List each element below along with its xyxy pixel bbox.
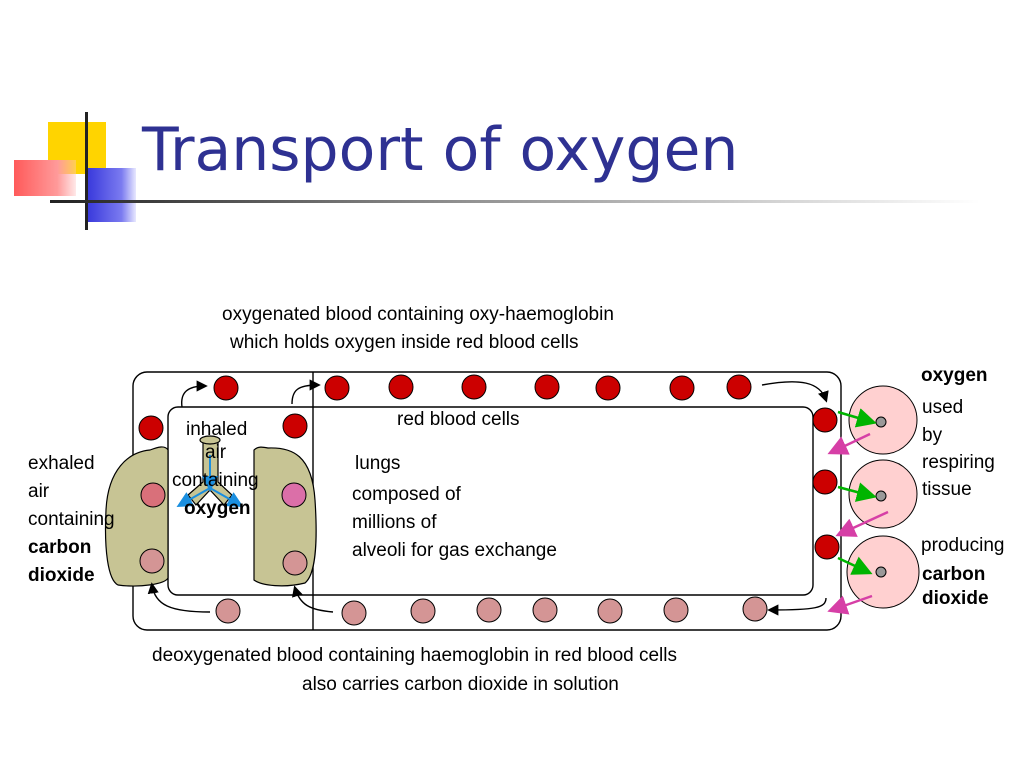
oxygenated-cell bbox=[812, 469, 838, 495]
inhaled-label-line2: air bbox=[205, 442, 227, 463]
tissue-label-line1: oxygen bbox=[921, 365, 988, 386]
deoxygenated-cell bbox=[341, 600, 367, 626]
oxygenated-cell bbox=[812, 407, 838, 433]
lung-cell bbox=[139, 548, 165, 574]
top-caption-line2: which holds oxygen inside red blood cell… bbox=[229, 332, 579, 353]
oxygenated-cell bbox=[213, 375, 239, 401]
lungs-label-line2: composed of bbox=[352, 484, 462, 505]
lungs-label-line3: millions of bbox=[352, 512, 437, 533]
oxygenated-cell bbox=[814, 534, 840, 560]
red-blood-cells-label: red blood cells bbox=[397, 409, 520, 430]
inhaled-label-line3: containing bbox=[172, 470, 259, 491]
bottom-caption-line2: also carries carbon dioxide in solution bbox=[302, 674, 619, 695]
inhaled-label-line4: oxygen bbox=[184, 498, 251, 519]
oxygenated-cell bbox=[669, 375, 695, 401]
bottom-caption-line1: deoxygenated blood containing haemoglobi… bbox=[152, 645, 677, 666]
deoxygenated-cell bbox=[597, 598, 623, 624]
lung-cell bbox=[282, 550, 308, 576]
lung-cell bbox=[140, 482, 166, 508]
lung-cell bbox=[281, 482, 307, 508]
inhale-arrows bbox=[176, 455, 244, 507]
tissue-label-line6: producing bbox=[921, 535, 1004, 556]
oxygenated-cell bbox=[138, 415, 164, 441]
lungs-label-line4: alveoli for gas exchange bbox=[352, 540, 557, 561]
title-underline bbox=[50, 200, 980, 203]
inhaled-label-line1: inhaled bbox=[186, 419, 247, 440]
oxygenated-cell bbox=[726, 374, 752, 400]
deoxygenated-cell bbox=[663, 597, 689, 623]
exhaled-label-line4: carbon bbox=[28, 537, 91, 558]
tissue-label-line5: tissue bbox=[922, 479, 972, 500]
tissue-label-line2: used bbox=[922, 397, 963, 418]
lungs-label-line1: lungs bbox=[355, 453, 400, 474]
exhaled-label-line2: air bbox=[28, 481, 50, 502]
co2-uptake-arrows bbox=[827, 432, 889, 615]
deoxygenated-cell bbox=[215, 598, 241, 624]
tissue-label-line3: by bbox=[922, 425, 943, 446]
oxygenated-cell bbox=[388, 374, 414, 400]
oxygenated-cell bbox=[282, 413, 308, 439]
oxygenated-cell bbox=[324, 375, 350, 401]
exhaled-label-line1: exhaled bbox=[28, 453, 95, 474]
respiring-tissue bbox=[846, 385, 920, 609]
tissue-label-line8: dioxide bbox=[922, 588, 989, 609]
lung-capillary-cells bbox=[139, 482, 308, 576]
tissue-label-line4: respiring bbox=[922, 452, 995, 473]
deoxygenated-cell bbox=[476, 597, 502, 623]
deoxygenated-cell bbox=[410, 598, 436, 624]
deoxygenated-red-blood-cells bbox=[215, 596, 768, 626]
oxygen-release-arrows bbox=[837, 408, 877, 575]
right-lung bbox=[253, 446, 317, 587]
deoxygenated-cell bbox=[532, 597, 558, 623]
oxygenated-cell bbox=[461, 374, 487, 400]
oxygenated-red-blood-cells bbox=[138, 374, 840, 560]
flow-arrows bbox=[147, 379, 829, 616]
exhaled-label-line5: dioxide bbox=[28, 565, 95, 586]
slide-title: Transport of oxygen bbox=[142, 115, 739, 185]
oxygenated-cell bbox=[534, 374, 560, 400]
exhaled-label-line3: containing bbox=[28, 509, 115, 530]
tissue-label-line7: carbon bbox=[922, 564, 985, 585]
deoxygenated-cell bbox=[742, 596, 768, 622]
diagram-labels: oxygenated blood containing oxy-haemoglo… bbox=[28, 304, 1004, 695]
top-caption-line1: oxygenated blood containing oxy-haemoglo… bbox=[222, 304, 614, 325]
oxygenated-cell bbox=[595, 375, 621, 401]
